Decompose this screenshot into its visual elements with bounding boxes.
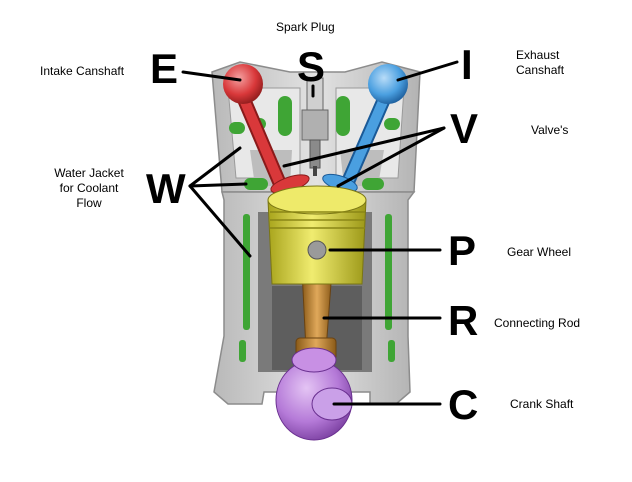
letter-p: P (448, 227, 477, 274)
label-valves: Valve's (531, 123, 569, 137)
label-crank-shaft: Crank Shaft (510, 397, 574, 411)
letter-r: R (448, 297, 479, 344)
piston (267, 185, 367, 285)
exhaust-valve-assembly (322, 64, 408, 193)
label-spark-plug: Spark Plug (276, 20, 335, 34)
label-connecting-rod: Connecting Rod (494, 316, 581, 330)
letter-i: I (461, 41, 473, 88)
letter-c: C (448, 381, 479, 428)
label-water-jacket: Water Jacket for Coolant Flow (54, 166, 124, 210)
letter-w: W (146, 165, 186, 212)
label-intake-camshaft: Intake Canshaft (40, 64, 125, 78)
letter-e: E (150, 45, 179, 92)
intake-valve-assembly (223, 64, 310, 194)
spark-plug (301, 77, 329, 176)
water-jacket (229, 96, 400, 362)
letter-v: V (450, 105, 479, 152)
crank-shaft (275, 347, 353, 441)
letter-s: S (297, 43, 326, 90)
callout-lines (181, 60, 459, 406)
label-exhaust-camshaft: Exhaust Canshaft (516, 48, 565, 77)
label-gear-wheel: Gear Wheel (507, 245, 572, 259)
